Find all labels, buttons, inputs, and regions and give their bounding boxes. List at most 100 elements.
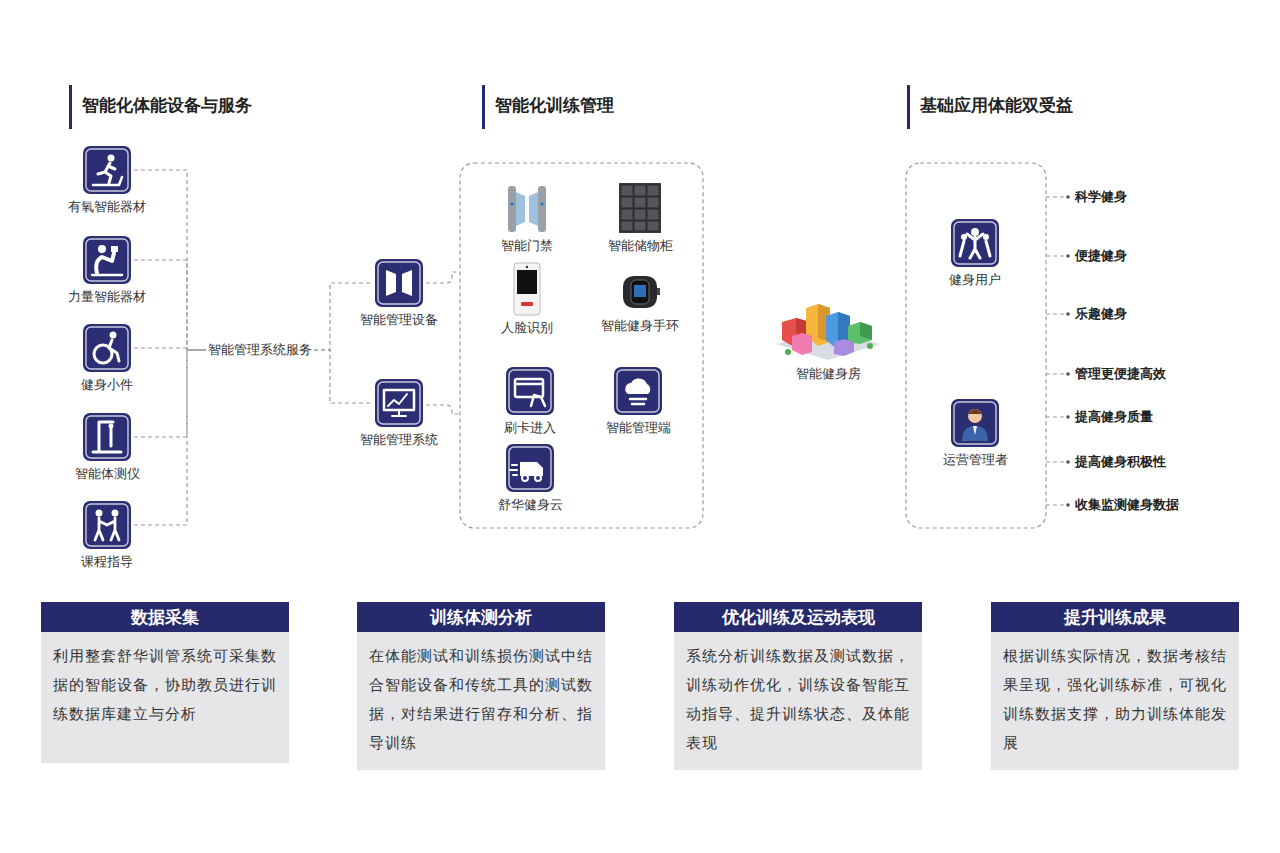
art-path <box>962 426 988 441</box>
art-path <box>93 177 122 185</box>
icon-label: 智能管理系统 <box>349 431 449 449</box>
art-rect <box>621 221 633 231</box>
art-svg <box>82 145 132 195</box>
art-rect <box>509 447 551 489</box>
panel-heading: 优化训练及运动表现 <box>674 602 922 632</box>
art-circle <box>540 202 543 205</box>
dashed-connector <box>134 170 206 350</box>
art-rect <box>83 236 131 284</box>
art-rect <box>83 146 131 194</box>
art-circle <box>1066 254 1070 258</box>
art-path <box>516 192 525 226</box>
icon-label: 运营管理者 <box>920 451 1030 469</box>
art-svg <box>374 378 424 428</box>
art-rect <box>954 222 996 264</box>
art-rect <box>375 379 423 427</box>
art-path <box>630 399 646 404</box>
panel-heading: 训练体测分析 <box>357 602 605 632</box>
art-path <box>520 462 543 476</box>
art-path <box>625 379 650 394</box>
icon-label: 智能管理端 <box>588 419 688 437</box>
art-rect <box>86 504 128 546</box>
icon-label: 力量智能器材 <box>57 288 157 306</box>
art-svg <box>772 300 884 362</box>
art-rect <box>617 370 659 412</box>
icon-tile: 有氧智能器材 <box>57 145 157 216</box>
art-path <box>960 234 990 258</box>
art-rect <box>621 197 633 208</box>
art-circle <box>535 475 541 481</box>
panel-body: 系统分析训练数据及测试数据，训练动作优化，训练设备智能互动指导、提升训练状态、及… <box>674 632 922 770</box>
icon-label: 健身用户 <box>920 271 1030 289</box>
icon-label: 人脸识别 <box>477 319 577 337</box>
art-rect <box>83 324 131 372</box>
art-rect <box>621 209 633 220</box>
icon-tile: 刷卡进入 <box>480 366 580 437</box>
art-svg <box>82 500 132 550</box>
art-rect <box>509 370 551 412</box>
art-rect <box>907 85 910 129</box>
art-path <box>973 426 977 435</box>
icon-label: 有氧智能器材 <box>57 198 157 216</box>
art-rect <box>69 85 72 129</box>
art-path <box>834 339 854 356</box>
art-rect <box>375 259 423 307</box>
icon-tile: 健身用户 <box>920 218 1030 289</box>
art-rect <box>951 399 999 447</box>
art-circle <box>526 266 528 268</box>
art-circle <box>109 424 114 429</box>
benefit-label: 管理更便捷高效 <box>1075 365 1166 383</box>
art-path <box>792 333 812 355</box>
art-rect <box>621 185 633 196</box>
art-rect <box>521 302 533 306</box>
art-circle <box>1066 195 1070 199</box>
art-path <box>96 253 114 273</box>
icon-label: 健身小件 <box>57 376 157 394</box>
service-label: 智能管理系统服务 <box>208 339 312 361</box>
leader-dots <box>1066 195 1070 507</box>
art-svg <box>617 268 663 314</box>
art-rect <box>378 262 420 304</box>
art-path <box>98 163 115 183</box>
icon-label: 刷卡进入 <box>480 419 580 437</box>
benefit-label: 收集监测健身数据 <box>1075 496 1179 514</box>
art-path <box>386 270 412 296</box>
art-rect <box>647 185 659 196</box>
art-rect <box>86 239 128 281</box>
device-picture: 智能门禁 <box>477 182 577 255</box>
art-circle <box>522 475 528 481</box>
art-rect <box>482 85 485 129</box>
art-rect <box>86 416 128 458</box>
info-panel: 提升训练成果根据训练实际情况，数据考核结果呈现，强化训练标准，可视化训练数据支撑… <box>991 602 1239 770</box>
art-circle <box>112 510 119 517</box>
device-picture: 人脸识别 <box>477 262 577 337</box>
benefit-label: 乐趣健身 <box>1075 305 1127 323</box>
icon-tile: 智能管理端 <box>588 366 688 437</box>
panel-body: 在体能测试和训练损伤测试中结合智能设备和传统工具的测试数据，对结果进行留存和分析… <box>357 632 605 770</box>
art-circle <box>1066 415 1070 419</box>
section-heading: 基础应用体能双受益 <box>920 94 1073 117</box>
device-picture: 智能健身房 <box>763 300 893 383</box>
icon-tile: 舒华健身云 <box>480 443 580 514</box>
section-heading: 智能化训练管理 <box>495 94 614 117</box>
art-rect <box>515 379 543 397</box>
dashed-connector <box>134 350 206 437</box>
info-panel: 数据采集利用整套舒华训管系统可采集数据的智能设备，协助教员进行训练数据库建立与分… <box>41 602 289 763</box>
art-path <box>860 322 872 340</box>
art-circle <box>98 245 106 253</box>
art-rect <box>86 327 128 369</box>
art-rect <box>384 390 414 410</box>
art-path <box>515 384 545 406</box>
art-path <box>968 409 982 414</box>
dashed-connector <box>134 260 206 350</box>
art-svg <box>505 443 555 493</box>
art-svg <box>950 218 1000 268</box>
art-rect <box>634 209 646 220</box>
art-svg <box>82 235 132 285</box>
art-rect <box>657 288 660 295</box>
art-rect <box>634 197 646 208</box>
art-rect <box>647 197 659 208</box>
art-circle <box>1066 312 1070 316</box>
art-circle <box>108 155 115 162</box>
benefit-label: 科学健身 <box>1075 188 1127 206</box>
